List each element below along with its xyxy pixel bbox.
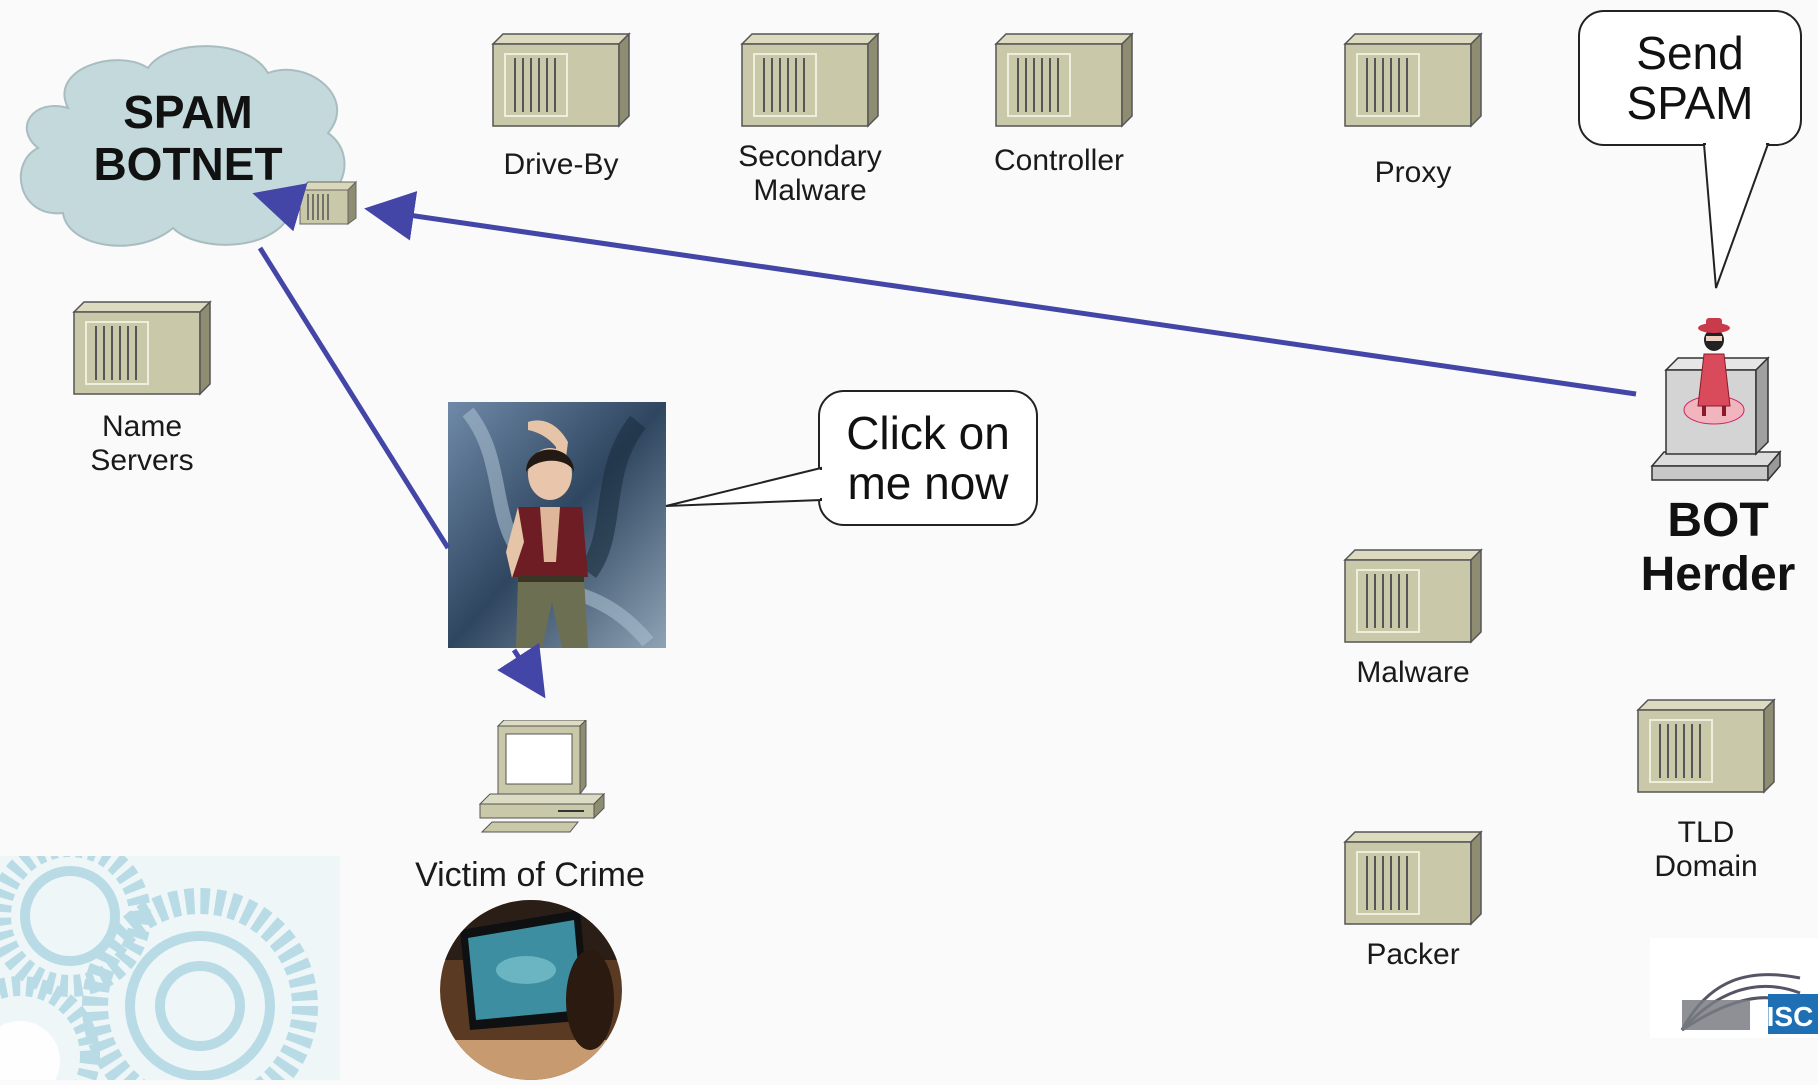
- botnet-server-icon: [298, 180, 358, 226]
- lure-photo: [448, 402, 666, 648]
- packer-label: Packer: [1366, 938, 1460, 971]
- packer-server-icon: [1343, 830, 1483, 926]
- isc-logo: ISC: [1650, 938, 1818, 1038]
- victim-label: Victim of Crime: [415, 856, 645, 894]
- cloud-to-photo-line: [257, 246, 451, 550]
- name-servers-label: Name Servers: [90, 410, 194, 477]
- malware-server-icon: [1343, 548, 1483, 644]
- send-spam-bubble-tail: [1702, 143, 1770, 289]
- bot-herder-icon: [1648, 316, 1788, 486]
- proxy-label: Proxy: [1374, 156, 1452, 189]
- herder-to-botnet-arrow: [364, 191, 1637, 397]
- send-spam-bubble: Send SPAM: [1578, 10, 1802, 146]
- controller-label: Controller: [993, 144, 1125, 177]
- malware-label: Malware: [1356, 656, 1470, 689]
- click-bubble-tail: [665, 466, 822, 507]
- name-servers-server-icon: [72, 300, 212, 396]
- proxy-server-icon: [1343, 32, 1483, 128]
- click-on-me-bubble: Click on me now: [818, 390, 1038, 526]
- tld-domain-label: TLD Domain: [1654, 816, 1758, 883]
- secondary-malware-server-icon: [740, 32, 880, 128]
- gears-decoration: [0, 835, 340, 1085]
- bot-herder-label: BOT Herder: [1640, 494, 1796, 601]
- secondary-malware-label: Secondary Malware: [738, 140, 882, 207]
- photo-to-victim-arrow: [497, 642, 546, 699]
- svg-text:ISC: ISC: [1767, 1001, 1814, 1032]
- spam-botnet-title: SPAM BOTNET: [93, 86, 283, 190]
- drive-by-label: Drive-By: [503, 148, 619, 181]
- controller-server-icon: [994, 32, 1134, 128]
- victim-photo: [440, 900, 622, 1080]
- drive-by-server-icon: [491, 32, 631, 128]
- tld-domain-server-icon: [1636, 698, 1776, 794]
- victim-computer-icon: [478, 718, 608, 836]
